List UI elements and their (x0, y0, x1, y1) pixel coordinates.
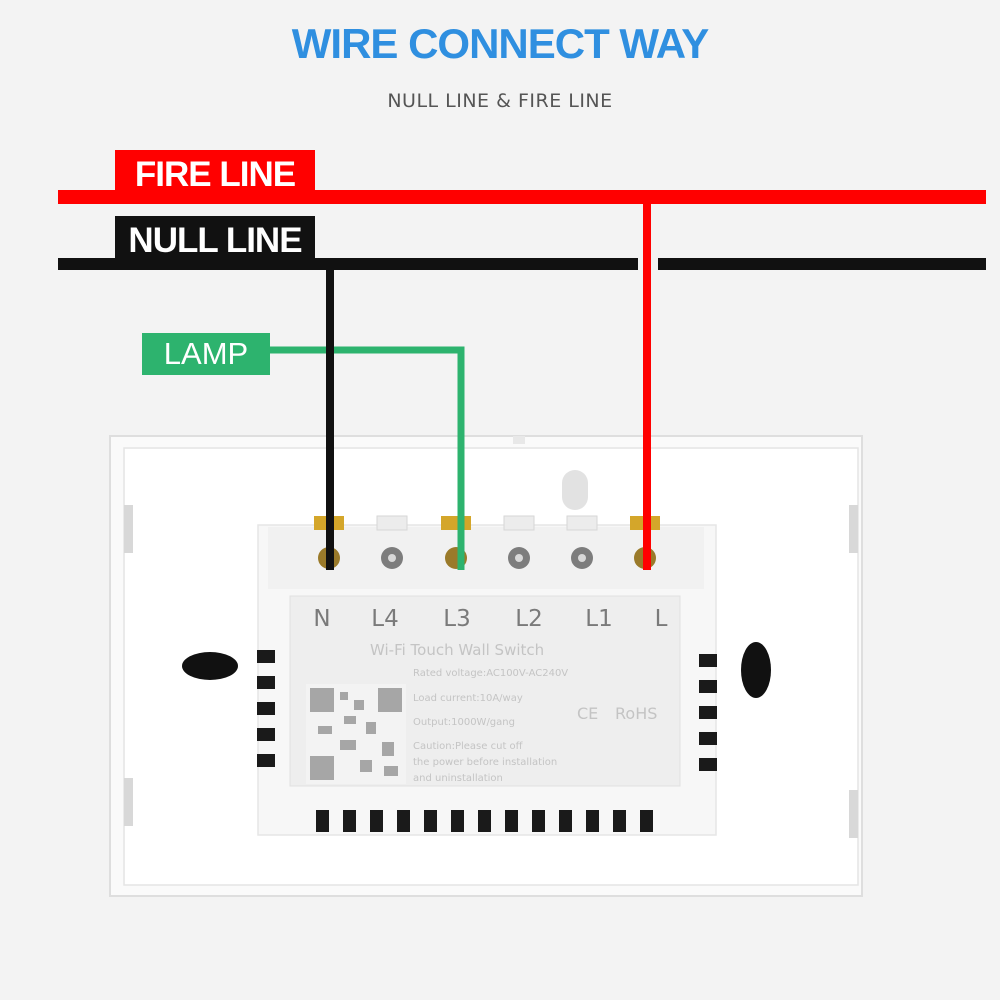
screw-center (388, 554, 396, 562)
side-clip (849, 505, 858, 553)
top-slot (562, 470, 588, 510)
terminal-label-n: N (313, 606, 331, 632)
vent-slot (257, 650, 275, 663)
vent-slot (257, 728, 275, 741)
terminal-clamp (566, 515, 598, 531)
vent-slot (424, 810, 437, 832)
vent-slot (586, 810, 599, 832)
vent-slot (505, 810, 518, 832)
terminal-label-l: L (654, 606, 668, 632)
terminal-clamp (376, 515, 408, 531)
terminal-label-l2: L2 (515, 606, 543, 632)
sticker-load-current: Load current:10A/way (413, 693, 523, 704)
switch-label-sticker (289, 595, 681, 787)
page-subtitle: NULL LINE & FIRE LINE (387, 90, 613, 112)
terminal-clamp (441, 516, 471, 530)
null-line-right (658, 258, 986, 270)
null-line-label: NULL LINE (115, 216, 315, 266)
terminal-label-l3: L3 (443, 606, 471, 632)
screw-center (578, 554, 586, 562)
side-clip (124, 778, 133, 826)
side-clip (849, 790, 858, 838)
sticker-caution-2: the power before installation (413, 757, 558, 768)
ce-mark: CE (577, 704, 599, 723)
terminal-label-l1: L1 (585, 606, 613, 632)
vent-slot (640, 810, 653, 832)
screw-center (515, 554, 523, 562)
vent-slot (257, 676, 275, 689)
fire-line-label: FIRE LINE (115, 150, 315, 200)
vent-slot (559, 810, 572, 832)
rohs-mark: RoHS (615, 704, 658, 723)
lamp-label: LAMP (142, 333, 270, 375)
vent-slot (699, 654, 717, 667)
vent-slot (699, 680, 717, 693)
page-title: WIRE CONNECT WAY (291, 20, 709, 67)
mounting-hole-right (741, 642, 771, 698)
mounting-hole-left (182, 652, 238, 680)
sticker-caution-3: and uninstallation (413, 773, 503, 784)
sticker-caution-1: Caution:Please cut off (413, 741, 523, 752)
vent-slot (613, 810, 626, 832)
sticker-product-name: Wi-Fi Touch Wall Switch (370, 641, 545, 659)
sticker-output: Output:1000W/gang (413, 717, 515, 728)
vent-slot (451, 810, 464, 832)
vent-slot (699, 706, 717, 719)
terminal-label-l4: L4 (371, 606, 399, 632)
top-notch (513, 436, 525, 444)
vent-slot (699, 732, 717, 745)
vent-slot (699, 758, 717, 771)
sticker-rated-voltage: Rated voltage:AC100V-AC240V (413, 668, 569, 679)
terminal-clamp (503, 515, 535, 531)
vent-slot (316, 810, 329, 832)
vent-slot (370, 810, 383, 832)
terminal-block (268, 527, 704, 589)
vent-slot (257, 754, 275, 767)
vent-slot (257, 702, 275, 715)
side-clip (124, 505, 133, 553)
vent-slot (532, 810, 545, 832)
vent-slot (343, 810, 356, 832)
vent-slot (397, 810, 410, 832)
qr-code (306, 684, 406, 784)
vent-slot (478, 810, 491, 832)
